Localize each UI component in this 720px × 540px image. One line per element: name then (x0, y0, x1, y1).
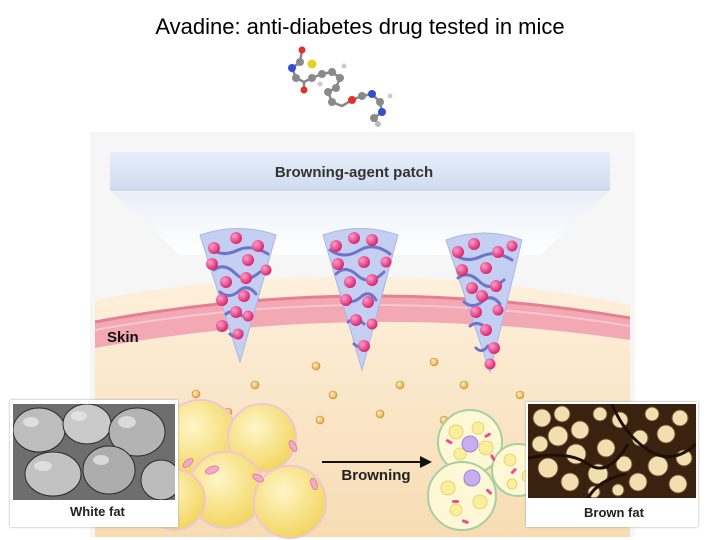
patch-label: Browning-agent patch (275, 164, 433, 181)
white-fat-micrograph: White fat (10, 400, 178, 527)
white-fat-label: White fat (70, 504, 125, 519)
brown-fat-micrograph: Brown fat (526, 402, 698, 527)
skin-label: Skin (107, 329, 139, 346)
browning-label: Browning (341, 467, 410, 484)
brown-fat-label: Brown fat (584, 505, 644, 520)
